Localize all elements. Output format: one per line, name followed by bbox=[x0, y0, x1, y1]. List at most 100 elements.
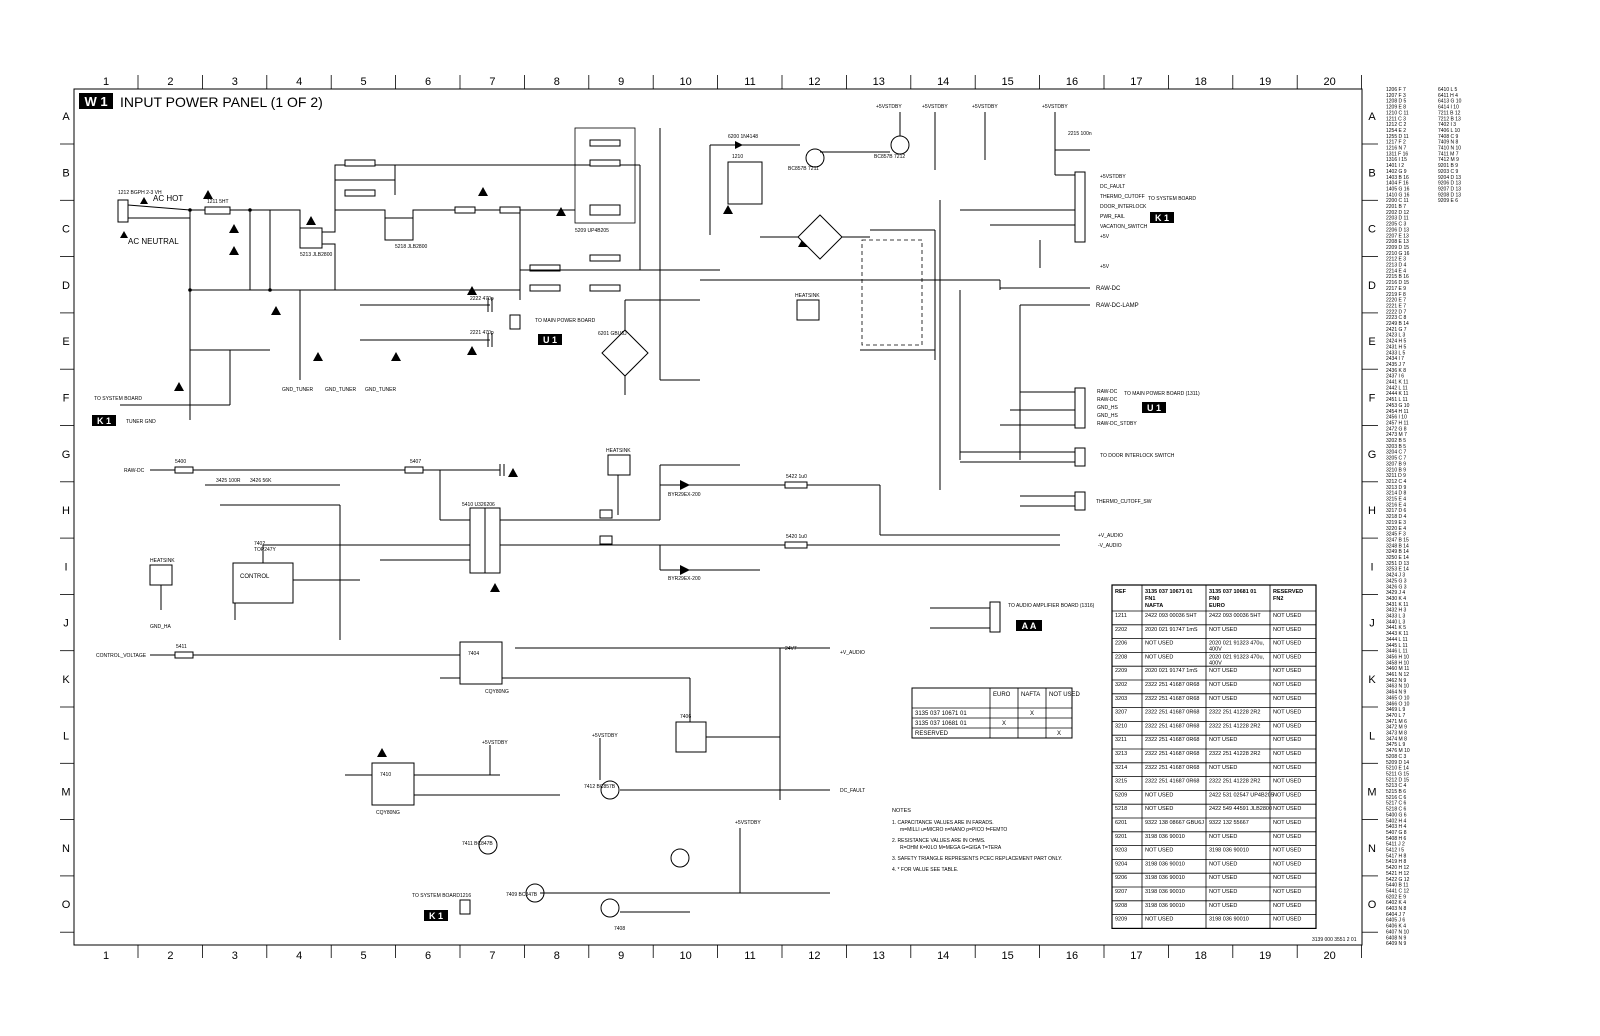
grid-row-label: G bbox=[1368, 449, 1377, 461]
parts-header: NAFTA bbox=[1145, 603, 1163, 609]
connector-pin-label: GND_HS bbox=[1097, 405, 1119, 411]
badge-k1-right: K 1 bbox=[1155, 213, 1169, 223]
bridge-rectifier-right bbox=[797, 214, 843, 260]
location-index-entry: 3216 E 4 bbox=[1386, 502, 1406, 508]
grid-column-label: 20 bbox=[1323, 76, 1335, 88]
badge-k1-left-box bbox=[92, 415, 116, 426]
location-index-entry: 2222 D 7 bbox=[1386, 309, 1407, 315]
plus5v-stdby-label-5: +5VSTDBY bbox=[482, 740, 508, 746]
grid-row-label: N bbox=[62, 843, 70, 855]
location-index-entry: 5218 C 6 bbox=[1386, 807, 1407, 813]
parts-cell: 1211 bbox=[1115, 613, 1127, 619]
location-index-entry: 5412 I 5 bbox=[1386, 848, 1404, 854]
parts-cell: 3198 036 90010 bbox=[1209, 917, 1249, 923]
parts-cell: NOT USED bbox=[1273, 751, 1301, 757]
location-index-entry: 6404 J 7 bbox=[1386, 912, 1405, 918]
parts-cell: 9208 bbox=[1115, 903, 1127, 909]
location-index-entry: 5210 E 14 bbox=[1386, 766, 1409, 772]
location-index-entry: 2249 B 14 bbox=[1386, 321, 1409, 327]
cap-2222-label: 2222 470p bbox=[470, 296, 494, 302]
optocoupler-7404-part: CQY80NG bbox=[485, 689, 509, 695]
safety-triangle-icon bbox=[723, 205, 733, 214]
location-index-entry: 3460 M 11 bbox=[1386, 666, 1409, 672]
parts-cell: NOT USED bbox=[1273, 737, 1301, 743]
parts-header: REF bbox=[1115, 589, 1127, 595]
controller-ic-7402 bbox=[232, 562, 294, 604]
parts-cell: NOT USED bbox=[1209, 696, 1237, 702]
parts-cell: NOT USED bbox=[1209, 627, 1237, 633]
resistor-3426-label: 3426 56K bbox=[250, 478, 272, 484]
location-index-entry: 2221 E 7 bbox=[1386, 303, 1406, 309]
plus5v-label: +5V bbox=[1100, 264, 1110, 270]
location-index-entry: 3247 B 15 bbox=[1386, 537, 1409, 543]
badge-u1-right-box bbox=[1142, 402, 1166, 413]
location-index-entry: 3253 E 14 bbox=[1386, 567, 1409, 573]
diode-6200-label: 6200 1N4148 bbox=[728, 134, 758, 140]
grid-row-label: B bbox=[62, 167, 69, 179]
location-index-entry: 9208 D 13 bbox=[1438, 192, 1461, 198]
parts-cell: 3203 bbox=[1115, 696, 1127, 702]
parts-cell: NOT USED bbox=[1145, 641, 1173, 647]
grid-column-label: 15 bbox=[1001, 76, 1013, 88]
location-index-entry: 6408 N 9 bbox=[1386, 935, 1407, 941]
grid-column-label: 17 bbox=[1130, 76, 1142, 88]
parts-cell: NOT USED bbox=[1273, 613, 1301, 619]
component-1211-label: 1211 5HT bbox=[207, 199, 229, 205]
transistor-7211 bbox=[805, 148, 825, 168]
parts-cell: 3211 bbox=[1115, 737, 1127, 743]
optocoupler-7410-label: 7410 bbox=[380, 772, 391, 778]
plus5v-stdby-label-3: +5VSTDBY bbox=[972, 104, 998, 110]
parts-cell: 3202 bbox=[1115, 682, 1127, 688]
optocoupler-7404-label: 7404 bbox=[468, 651, 479, 657]
grid-column-label: 16 bbox=[1066, 950, 1078, 962]
location-index-entry: 3471 M 6 bbox=[1386, 719, 1407, 725]
gnd-tuner-label-3: GND_TUNER bbox=[365, 387, 397, 393]
parts-cell: 9201 bbox=[1115, 834, 1127, 840]
connector-1405 bbox=[1074, 447, 1086, 467]
parts-cell: 3198 036 90010 bbox=[1145, 889, 1185, 895]
location-index-entry: 3424 J 3 bbox=[1386, 573, 1405, 579]
location-index-entry: 1210 C 11 bbox=[1386, 110, 1409, 116]
grid-column-label: 2 bbox=[167, 76, 173, 88]
parts-header: 3135 037 10671 01 bbox=[1145, 589, 1192, 595]
parts-cell: 3198 036 90010 bbox=[1145, 875, 1185, 881]
component-5218-label: 5218 JLB2800 bbox=[395, 244, 427, 250]
connector-pin-label: PWR_FAIL bbox=[1100, 214, 1125, 220]
grid-row-label: K bbox=[1368, 674, 1376, 686]
inductor-5407-label: 5407 bbox=[410, 459, 421, 465]
location-index-entry: 3465 O 10 bbox=[1386, 695, 1410, 701]
grid-column-label: 16 bbox=[1066, 76, 1078, 88]
parts-cell: 2322 251 41687 0R68 bbox=[1145, 723, 1199, 729]
variants-header: EURO bbox=[993, 692, 1011, 698]
variants-header: NAFTA bbox=[1021, 692, 1040, 698]
location-index-entry: 1208 D 5 bbox=[1386, 99, 1407, 105]
safety-triangle-icon bbox=[229, 224, 239, 233]
location-index-entry: 5208 C 3 bbox=[1386, 754, 1407, 760]
component-6201-label: 6201 GBU6J bbox=[598, 331, 627, 337]
grid-column-label: 1 bbox=[103, 76, 109, 88]
parts-cell: 2208 bbox=[1115, 654, 1127, 660]
connector-pin-label: DOOR_INTERLOCK bbox=[1100, 204, 1147, 210]
parts-cell: 2322 251 41687 0R68 bbox=[1145, 710, 1199, 716]
location-index-entry: 3220 E 4 bbox=[1386, 526, 1406, 532]
parts-cell: 2322 251 41228 2R2 bbox=[1209, 779, 1260, 785]
component-1212-label: 1212 BGPH 2-3 VH bbox=[118, 190, 162, 196]
note-item: 2. RESISTANCE VALUES ARE IN OHMS. bbox=[892, 838, 985, 844]
cap-2221-label: 2221 470p bbox=[470, 330, 494, 336]
location-index-entry: 2206 D 13 bbox=[1386, 227, 1409, 233]
grid-row-label: A bbox=[1368, 111, 1376, 123]
parts-cell: NOT USED bbox=[1209, 737, 1237, 743]
grid-column-label: 19 bbox=[1259, 950, 1271, 962]
location-index-entry: 2220 E 7 bbox=[1386, 298, 1406, 304]
location-index-entry: 3472 M 9 bbox=[1386, 725, 1407, 731]
variants-cell: 3135 037 10681 01 bbox=[915, 721, 967, 727]
location-index-entry: 2202 D 12 bbox=[1386, 210, 1409, 216]
connector-1403 bbox=[1074, 171, 1086, 243]
safety-triangle-icon bbox=[140, 197, 148, 204]
component-5209-label: 5209 UP4B205 bbox=[575, 228, 609, 234]
location-index-entry: 7412 M 9 bbox=[1438, 157, 1459, 163]
gnd-tuner-label-2: GND_TUNER bbox=[325, 387, 357, 393]
parts-cell: 2322 251 41687 0R68 bbox=[1145, 751, 1199, 757]
